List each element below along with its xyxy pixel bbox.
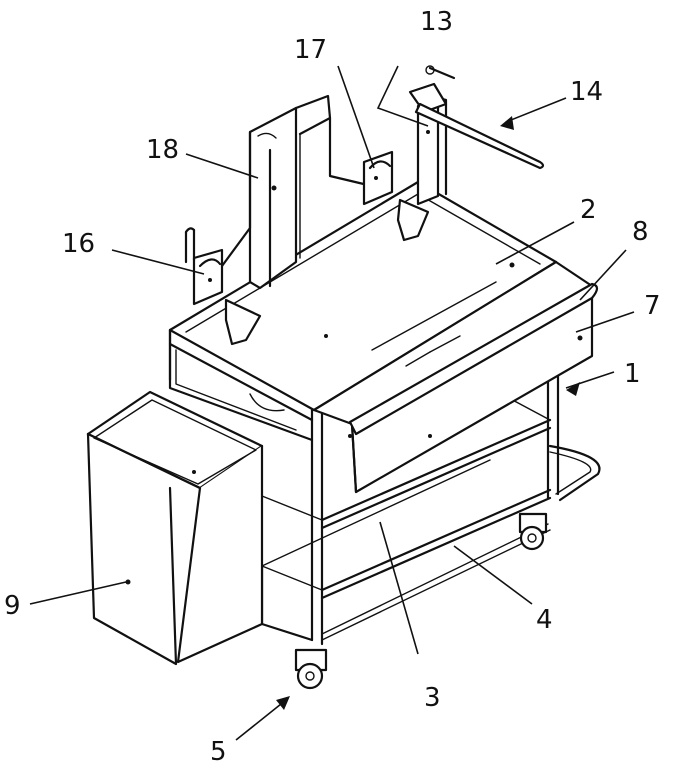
label-16: 16 xyxy=(62,229,95,259)
label-9: 9 xyxy=(4,591,21,621)
label-17: 17 xyxy=(294,35,327,65)
waste-bin xyxy=(86,390,264,666)
label-18: 18 xyxy=(146,135,179,165)
side-post-and-rod xyxy=(408,65,545,206)
label-5: 5 xyxy=(210,737,227,767)
label-2: 2 xyxy=(580,195,597,225)
label-8: 8 xyxy=(632,217,649,247)
label-14: 14 xyxy=(570,77,603,107)
top-deck xyxy=(168,180,558,442)
reference-numerals: 1 2 3 4 5 7 8 9 13 14 16 17 18 xyxy=(4,7,661,767)
label-3: 3 xyxy=(424,683,441,713)
label-13: 13 xyxy=(420,7,453,37)
label-4: 4 xyxy=(536,605,553,635)
right-hook-bracket xyxy=(362,150,430,242)
front-drawer xyxy=(312,260,599,494)
caster-wheels xyxy=(294,512,548,690)
cart-frame xyxy=(168,328,601,646)
leader-lines xyxy=(29,65,635,741)
left-hook-bracket xyxy=(184,227,262,346)
back-upright xyxy=(220,94,374,290)
label-7: 7 xyxy=(644,291,661,321)
label-1: 1 xyxy=(624,359,641,389)
